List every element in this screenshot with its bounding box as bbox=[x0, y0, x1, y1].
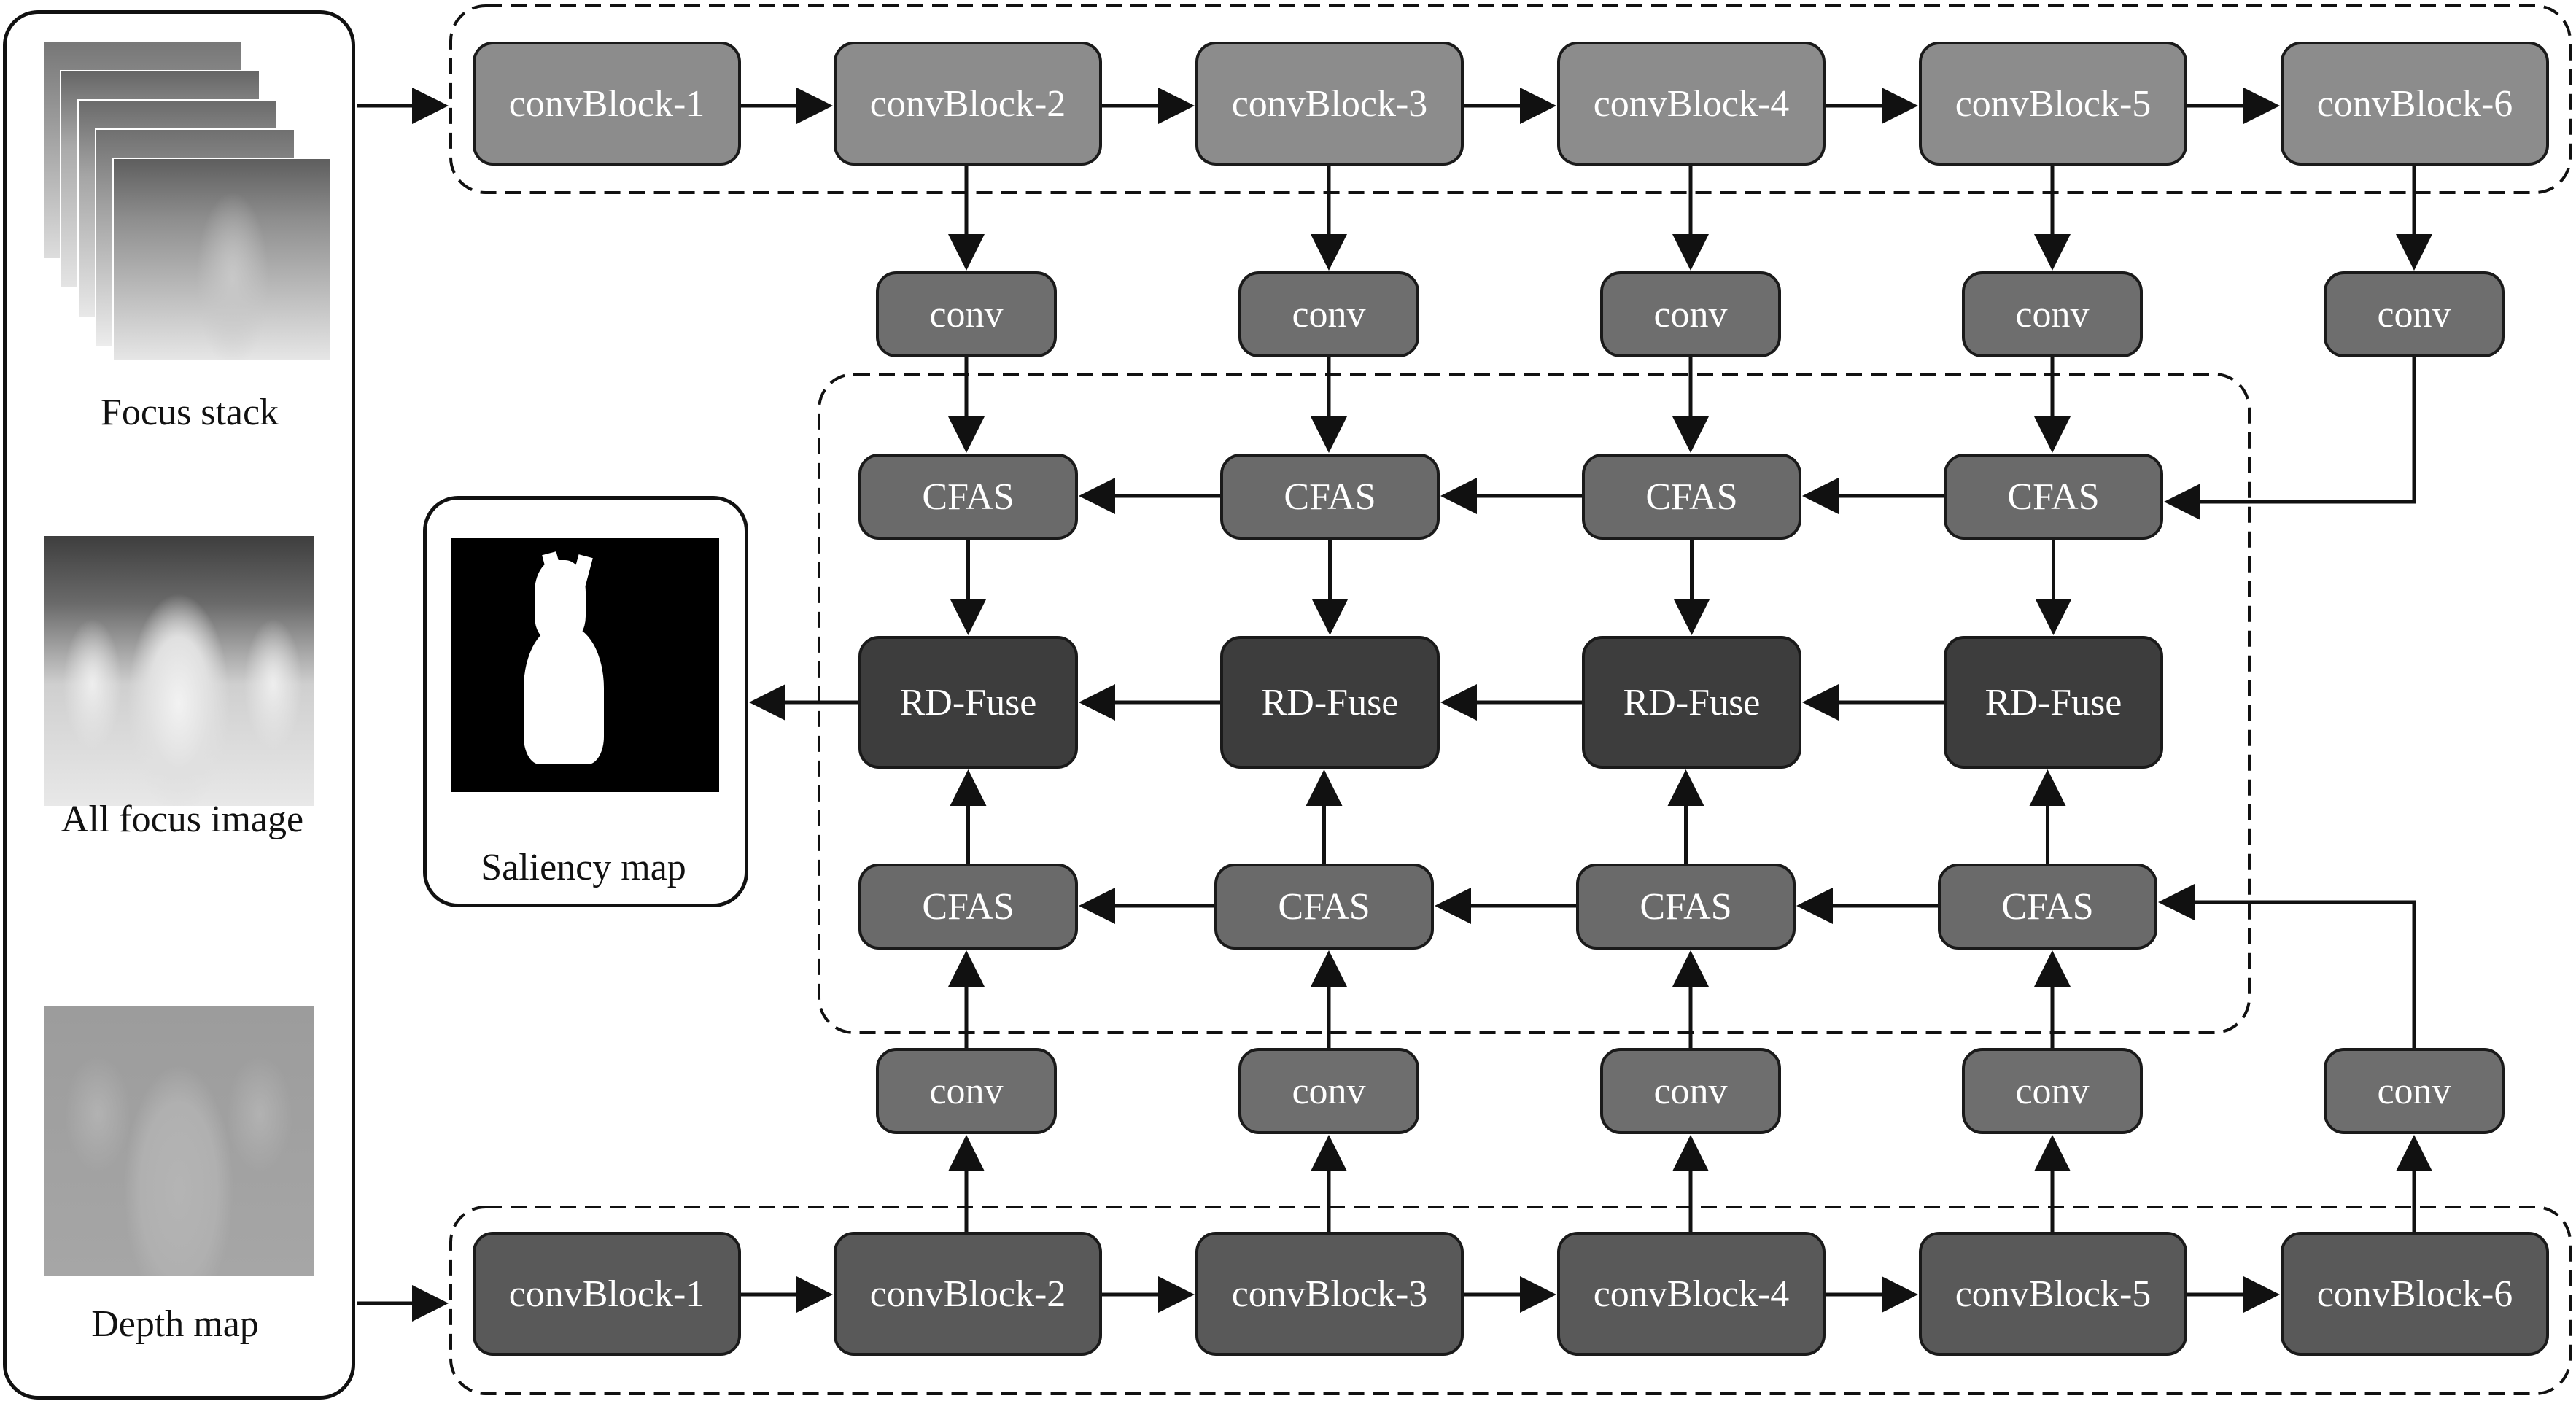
top-cfas-4: CFAS bbox=[1944, 454, 2163, 540]
top-cfas-1: CFAS bbox=[858, 454, 1078, 540]
bottom-convblock-5: convBlock-5 bbox=[1919, 1232, 2187, 1356]
arrow-bottom-conv5-cfas4 bbox=[2158, 884, 2416, 1048]
bottom-conv-2: conv bbox=[1238, 1048, 1419, 1134]
saliency-map-image bbox=[451, 538, 719, 792]
top-conv-2: conv bbox=[1238, 271, 1419, 357]
bottom-conv-3: conv bbox=[1600, 1048, 1781, 1134]
top-convblock-3: convBlock-3 bbox=[1195, 42, 1464, 166]
bottom-convblock-6: convBlock-6 bbox=[2281, 1232, 2549, 1356]
top-cfas-3: CFAS bbox=[1582, 454, 1801, 540]
top-convblock-2: convBlock-2 bbox=[834, 42, 1102, 166]
all-focus-image bbox=[44, 536, 314, 806]
top-convblock-4: convBlock-4 bbox=[1557, 42, 1826, 166]
rd-fuse-1: RD-Fuse bbox=[858, 636, 1078, 769]
top-conv-1: conv bbox=[876, 271, 1057, 357]
bottom-conv-4: conv bbox=[1962, 1048, 2143, 1134]
top-convblock-6: convBlock-6 bbox=[2281, 42, 2549, 166]
bottom-convblock-2: convBlock-2 bbox=[834, 1232, 1102, 1356]
bottom-conv-5: conv bbox=[2324, 1048, 2505, 1134]
bottom-convblock-4: convBlock-4 bbox=[1557, 1232, 1826, 1356]
bottom-convblock-1: convBlock-1 bbox=[473, 1232, 741, 1356]
saliency-map-label: Saliency map bbox=[481, 847, 686, 888]
top-conv-5: conv bbox=[2324, 271, 2505, 357]
bottom-conv-1: conv bbox=[876, 1048, 1057, 1134]
rd-fuse-3: RD-Fuse bbox=[1582, 636, 1801, 769]
top-cfas-2: CFAS bbox=[1220, 454, 1440, 540]
bottom-cfas-3: CFAS bbox=[1576, 864, 1796, 950]
bottom-convblock-3: convBlock-3 bbox=[1195, 1232, 1464, 1356]
bottom-cfas-4: CFAS bbox=[1938, 864, 2157, 950]
all-focus-label: All focus image bbox=[61, 799, 304, 840]
top-conv-3: conv bbox=[1600, 271, 1781, 357]
bottom-cfas-1: CFAS bbox=[858, 864, 1078, 950]
top-conv-4: conv bbox=[1962, 271, 2143, 357]
top-convblock-1: convBlock-1 bbox=[473, 42, 741, 166]
rd-fuse-2: RD-Fuse bbox=[1220, 636, 1440, 769]
top-stream-group bbox=[449, 4, 2572, 194]
bottom-stream-group bbox=[449, 1206, 2572, 1395]
arrow-top-conv5-cfas4 bbox=[2164, 357, 2416, 520]
fusion-group bbox=[818, 373, 2251, 1034]
depth-map-image bbox=[44, 1006, 314, 1276]
top-convblock-5: convBlock-5 bbox=[1919, 42, 2187, 166]
depth-map-label: Depth map bbox=[91, 1303, 259, 1345]
focus-stack-label: Focus stack bbox=[100, 392, 279, 433]
bottom-cfas-2: CFAS bbox=[1214, 864, 1434, 950]
rd-fuse-4: RD-Fuse bbox=[1944, 636, 2163, 769]
